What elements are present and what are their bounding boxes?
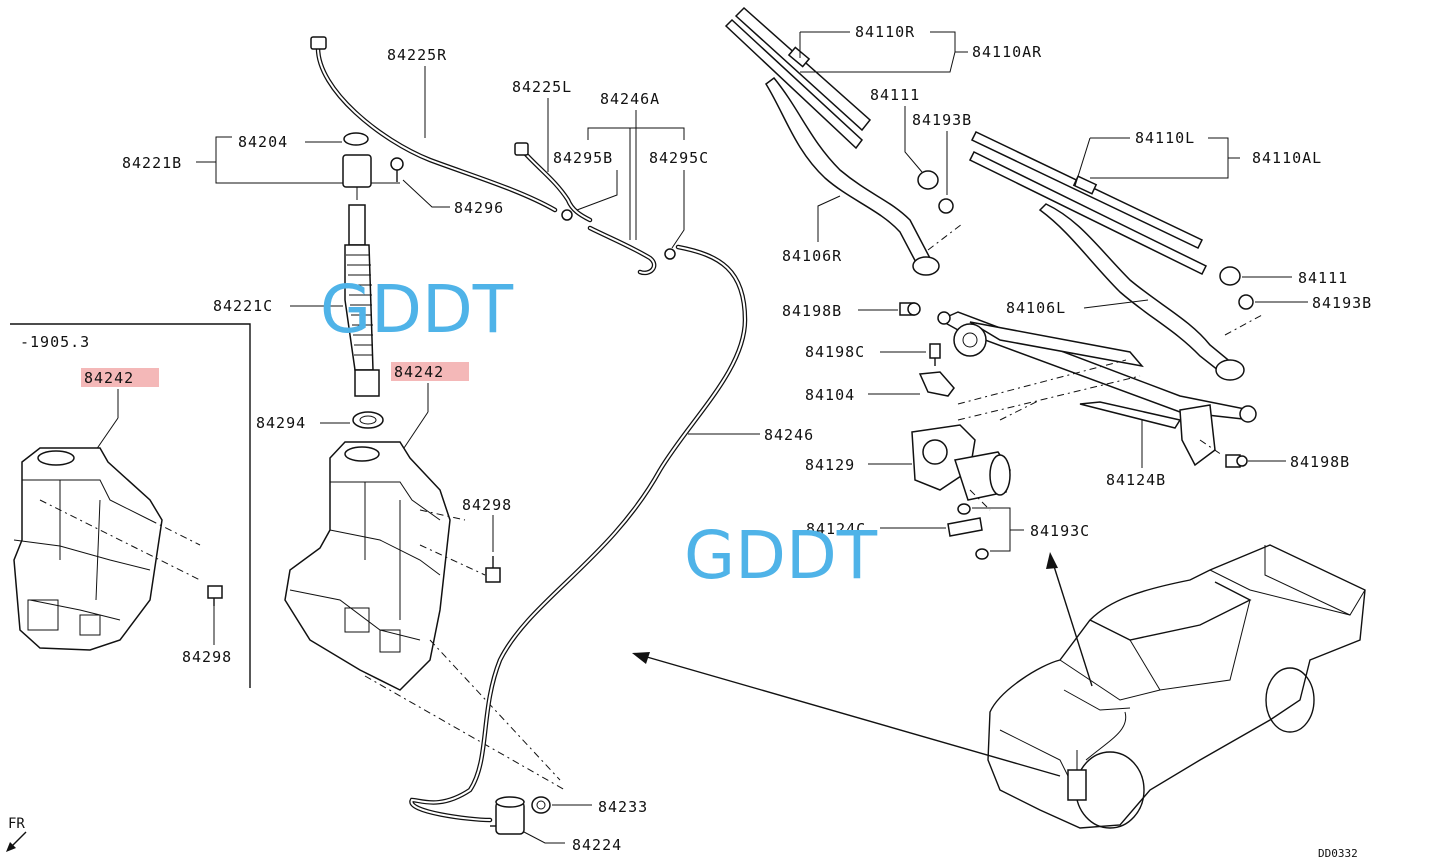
- part-label-84246[interactable]: 84246: [764, 426, 814, 444]
- part-label-84204[interactable]: 84204: [238, 133, 288, 151]
- washer-hoses: [310, 36, 748, 823]
- part-label-84225R[interactable]: 84225R: [387, 46, 447, 64]
- nut-84193B-right: [938, 198, 954, 214]
- watermark-top: GDDT: [320, 271, 514, 348]
- inset-range-label: -1905.3: [20, 333, 90, 351]
- wiper-arm-left: [1038, 203, 1245, 381]
- filler-hose-84221C: [344, 204, 380, 397]
- bolt-84298-main: [485, 556, 501, 583]
- bolt-84298-inset: [207, 585, 223, 606]
- part-label-84124C[interactable]: 84124C: [806, 520, 866, 538]
- part-label-84296[interactable]: 84296: [454, 199, 504, 217]
- fr-label: FR: [8, 816, 25, 832]
- part-label-84225L[interactable]: 84225L: [512, 78, 572, 96]
- washer-tank-main: 84242: [284, 362, 566, 791]
- part-label-84193C[interactable]: 84193C: [1030, 522, 1090, 540]
- part-label-84221C[interactable]: 84221C: [213, 297, 273, 315]
- wiper-linkage-84104: [937, 311, 1257, 467]
- washer-tank-inset: [13, 447, 163, 651]
- part-label-84110L[interactable]: 84110L: [1135, 129, 1195, 147]
- part-label-84193B-right[interactable]: 84193B: [1312, 294, 1372, 312]
- part-label-84298-main[interactable]: 84298: [462, 496, 512, 514]
- part-label-84298-inset[interactable]: 84298: [182, 648, 232, 666]
- part-label-84104[interactable]: 84104: [805, 386, 855, 404]
- part-label-84224[interactable]: 84224: [572, 836, 622, 854]
- bolt-84198B-top: [899, 302, 921, 316]
- grommet-84233: [531, 796, 551, 814]
- filler-neck-group: 84221B 84204 84296 84221C 84294: [122, 132, 504, 432]
- part-label-84198C[interactable]: 84198C: [805, 343, 865, 361]
- part-label-84198B-right[interactable]: 84198B: [1290, 453, 1350, 471]
- bolt-84198B-right: [1225, 454, 1248, 468]
- part-label-84242-main[interactable]: 84242: [394, 363, 444, 381]
- part-label-84106L[interactable]: 84106L: [1006, 299, 1066, 317]
- part-label-84111-top[interactable]: 84111: [870, 86, 920, 104]
- part-label-84110AR[interactable]: 84110AR: [972, 43, 1042, 61]
- wiper-motor-84129: [911, 424, 1011, 501]
- part-label-84110R[interactable]: 84110R: [855, 23, 915, 41]
- part-label-84193B-top[interactable]: 84193B: [912, 111, 972, 129]
- arrow-head-left: [632, 652, 650, 664]
- bracket-84104: [918, 371, 955, 397]
- cap-84111-left: [1219, 266, 1241, 286]
- part-label-84198B-top[interactable]: 84198B: [782, 302, 842, 320]
- part-label-84106R[interactable]: 84106R: [782, 247, 842, 265]
- part-label-84221B[interactable]: 84221B: [122, 154, 182, 172]
- front-direction-indicator: FR: [6, 816, 27, 852]
- bolt-84198C: [929, 343, 941, 366]
- part-label-84111-right[interactable]: 84111: [1298, 269, 1348, 287]
- part-label-84110AL[interactable]: 84110AL: [1252, 149, 1322, 167]
- wiper-blade-left: [968, 131, 1208, 276]
- washer-pump-84224: [490, 796, 525, 835]
- diagram-code: DD0332: [1318, 847, 1358, 860]
- part-label-84129[interactable]: 84129: [805, 456, 855, 474]
- part-label-84295B[interactable]: 84295B: [553, 149, 613, 167]
- part-label-84246A[interactable]: 84246A: [600, 90, 660, 108]
- pickup-truck-outline: [987, 544, 1366, 829]
- part-label-84295C[interactable]: 84295C: [649, 149, 709, 167]
- arrow-head-up: [1046, 552, 1058, 569]
- part-label-84294[interactable]: 84294: [256, 414, 306, 432]
- wiper-arm-right: [765, 76, 940, 276]
- nut-84193B-left: [1238, 294, 1254, 310]
- part-label-84124B[interactable]: 84124B: [1106, 471, 1166, 489]
- bracket-84124C: [947, 503, 989, 560]
- gasket-84294: [352, 411, 384, 429]
- part-label-84242-inset[interactable]: 84242: [84, 369, 134, 387]
- watermark-center: GDDT: [684, 517, 878, 594]
- clip-84296: [390, 157, 404, 182]
- inset-panel: -1905.3 84242 84298: [10, 323, 251, 688]
- wiper-blade-right: [724, 6, 872, 150]
- cap-84111-right: [917, 170, 939, 190]
- part-label-84233[interactable]: 84233: [598, 798, 648, 816]
